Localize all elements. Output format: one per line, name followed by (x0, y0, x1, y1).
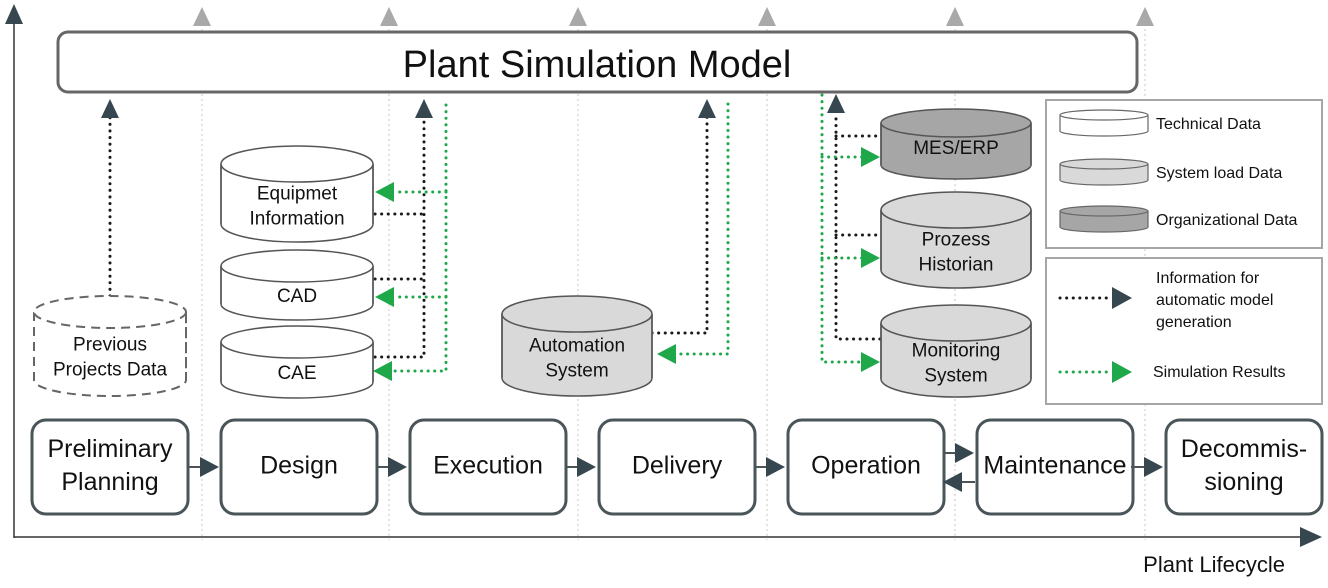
arrow-left-green-icon (375, 287, 394, 307)
arrow-up-icon (415, 99, 433, 118)
arrow-right-icon (577, 457, 596, 477)
arrow-right-icon (200, 457, 219, 477)
stage-label: Design (260, 452, 338, 480)
database-label: Equipmet (257, 184, 338, 205)
stage-connectors (188, 443, 1163, 492)
info-flow-automation (650, 114, 709, 335)
phase-tick-icon (758, 7, 776, 26)
phase-tick-icon (193, 7, 211, 26)
arrow-left-green-icon (373, 361, 392, 381)
database-label: CAD (277, 286, 317, 307)
arrow-right-icon (388, 457, 407, 477)
phase-tick-icon (569, 7, 587, 26)
database-label: Projects Data (53, 360, 167, 381)
stage-label: Maintenance (983, 452, 1126, 480)
stage-label: Operation (811, 452, 921, 480)
stage-label: sioning (1204, 468, 1283, 496)
x-axis-arrow-icon (1300, 527, 1322, 547)
info-flow-operation (834, 114, 882, 341)
simulation-model-box[interactable]: Plant Simulation Model (56, 30, 1139, 94)
legend-results-arrow-icon (1112, 361, 1132, 383)
legend-label: Technical Data (1156, 116, 1261, 133)
y-axis-arrow-icon (5, 4, 23, 24)
stage-delivery[interactable]: Delivery (597, 418, 757, 516)
legend-item-system-load-data: System load Data (1059, 158, 1282, 186)
flows (108, 93, 882, 373)
axis-label: Plant Lifecycle (1143, 552, 1285, 577)
database-cae[interactable]: CAE (220, 325, 374, 399)
arrow-left-green-icon (375, 182, 394, 202)
phase-tick-icon (1136, 7, 1154, 26)
legend-item-technical-data: Technical Data (1059, 109, 1261, 137)
arrow-right-icon (766, 457, 785, 477)
stage-decommis-sioning[interactable]: Decommis-sioning (1164, 418, 1324, 516)
legend-info-arrow-icon (1112, 287, 1132, 309)
stage-operation[interactable]: Operation (786, 418, 946, 516)
arrow-up-icon (101, 99, 119, 118)
arrow-right-icon (1144, 457, 1163, 477)
legend-label: System load Data (1156, 165, 1282, 182)
axes: Plant Lifecycle (5, 4, 1322, 577)
arrowheads (101, 94, 880, 381)
arrow-up-icon (698, 99, 716, 118)
legend-item-organizational-data: Organizational Data (1059, 205, 1298, 233)
legend-flow-label: Simulation Results (1153, 364, 1286, 381)
legend-cylinder-icon (1059, 211, 1149, 233)
database-label: System (924, 366, 987, 387)
legend-label: Organizational Data (1156, 212, 1298, 229)
arrow-right-green-icon (861, 248, 880, 268)
info-flow-cae (373, 114, 426, 359)
legend-flows: Information for automatic model generation… (1045, 257, 1323, 405)
stage-label: Decommis- (1181, 435, 1307, 463)
legend-flow-label: generation (1156, 314, 1232, 331)
database-label: Monitoring (912, 341, 1001, 362)
stage-label: Delivery (632, 452, 723, 480)
database-label: Prozess (922, 230, 991, 251)
stage-maintenance[interactable]: Maintenance (975, 418, 1135, 516)
database-label: Historian (919, 255, 994, 276)
arrow-right-green-icon (861, 147, 880, 167)
database-cad[interactable]: CAD (220, 249, 374, 321)
legend-cylinder-icon (1059, 164, 1149, 186)
simulation-model-title: Plant Simulation Model (403, 44, 792, 86)
phase-ticks (193, 7, 1154, 26)
arrow-right-green-icon (861, 352, 880, 372)
arrow-right-icon (955, 443, 974, 463)
results-flow-design (392, 103, 448, 373)
arrow-left-green-icon (657, 344, 676, 364)
phase-tick-icon (946, 7, 964, 26)
database-meserp[interactable]: MES/ERP (880, 108, 1032, 180)
database-label: CAE (277, 363, 316, 384)
database-label: Previous (73, 335, 147, 356)
legend-flow-label: Information for (1156, 270, 1260, 287)
database-label: MES/ERP (913, 138, 999, 159)
database-label: Information (249, 209, 344, 230)
legend-flow-label: automatic model (1156, 292, 1273, 309)
arrow-left-icon (943, 472, 962, 492)
stage-label: Planning (61, 468, 158, 496)
legend-cylinder-icon (1059, 115, 1149, 137)
stage-label: Preliminary (47, 435, 173, 463)
phase-tick-icon (380, 7, 398, 26)
database-label: System (545, 361, 608, 382)
database-label: Automation (529, 336, 625, 357)
arrow-up-icon (827, 94, 845, 113)
stage-label: Execution (433, 452, 543, 480)
results-flow-automation (674, 102, 730, 356)
stage-design[interactable]: Design (219, 418, 379, 516)
stage-execution[interactable]: Execution (408, 418, 568, 516)
